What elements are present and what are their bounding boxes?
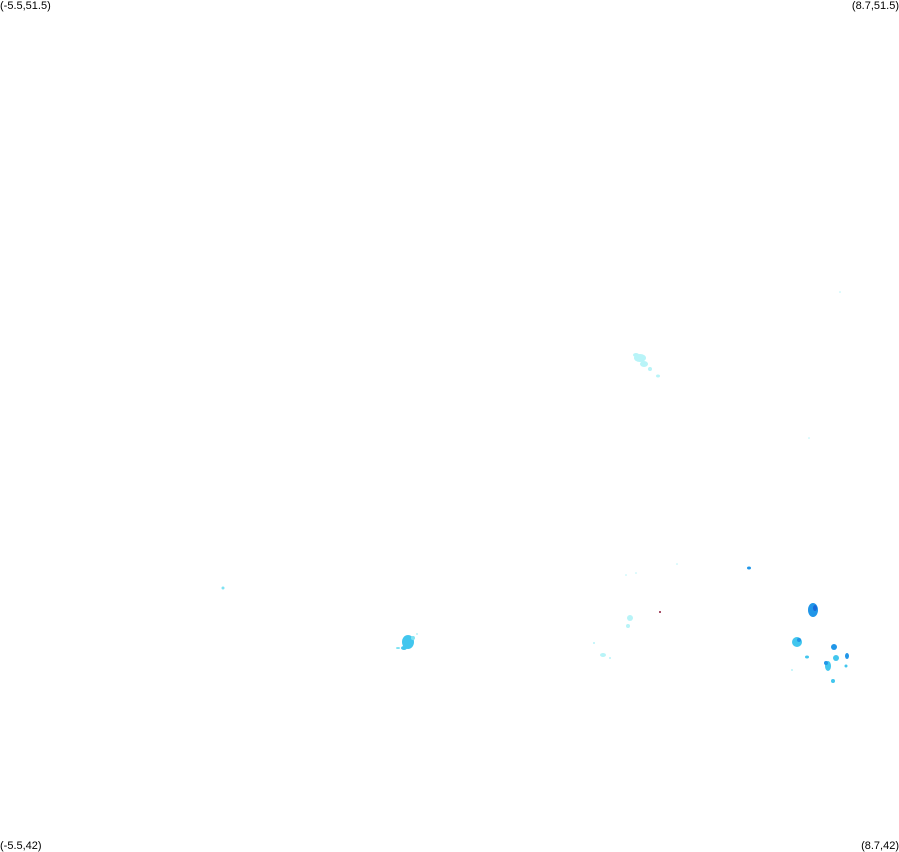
corner-label-top-right: (8.7,51.5) <box>851 0 899 12</box>
marker-dot <box>659 611 661 613</box>
precip-cell-west <box>396 633 418 650</box>
precip-speck <box>221 586 225 590</box>
corner-label-bottom-right: (8.7,42) <box>861 840 899 852</box>
precip-cell-north <box>633 353 660 378</box>
precip-speck <box>839 291 841 293</box>
precip-speck <box>635 572 637 574</box>
corner-label-top-left: (-5.5,51.5) <box>0 0 51 12</box>
precip-speck <box>676 563 678 565</box>
corner-label-bottom-left: (-5.5,42) <box>0 840 42 852</box>
precip-cell-east <box>808 603 818 617</box>
precip-cell-east-small <box>747 566 751 570</box>
precip-speck <box>808 437 810 439</box>
precip-speck <box>625 574 627 576</box>
precip-cell-southeast <box>791 637 849 683</box>
precip-cell-center <box>593 615 633 659</box>
